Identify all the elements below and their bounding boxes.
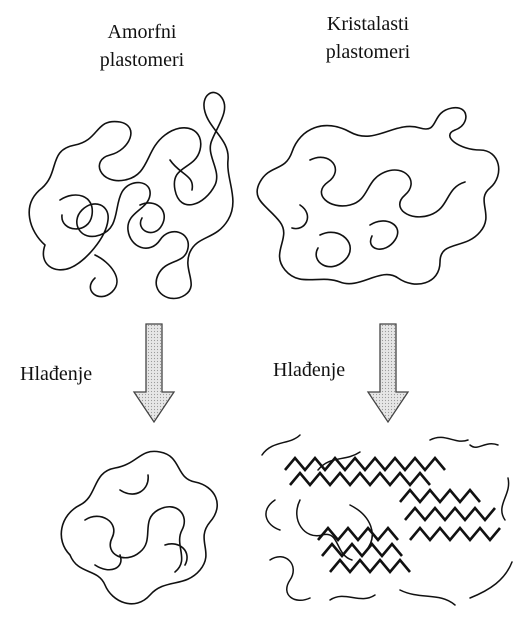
amorphous-cooling-arrow [134,324,174,422]
crystalline-lamellae [285,458,500,572]
amorphous-melt-coil [29,93,233,299]
crystalline-melt-coil [257,108,499,284]
crystalline-solid-chains [262,435,512,605]
amorphous-solid-coil [61,451,217,603]
crystalline-cooling-arrow [368,324,408,422]
